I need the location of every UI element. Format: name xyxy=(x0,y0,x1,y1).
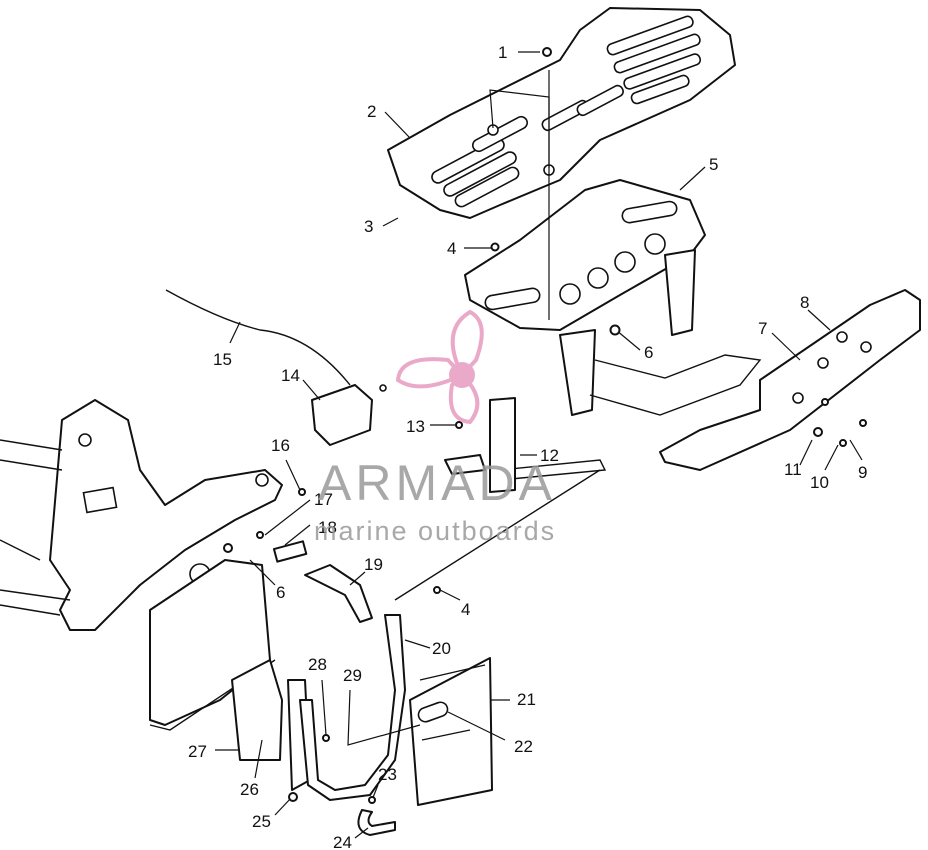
callout-16: 16 xyxy=(271,436,290,455)
armada-watermark: ARMADA marine outboards xyxy=(314,455,556,546)
callout-8: 8 xyxy=(800,293,809,312)
hardware-fasteners xyxy=(223,47,867,804)
mud-flap-part xyxy=(409,657,493,806)
callout-23: 23 xyxy=(378,765,397,784)
front-rack-part xyxy=(387,7,736,219)
callout-17: 17 xyxy=(314,490,333,509)
side-plate-parts xyxy=(231,659,311,791)
guard-bar-part xyxy=(299,564,406,801)
callout-21: 21 xyxy=(517,690,536,709)
watermark-brand: ARMADA xyxy=(318,455,556,511)
callout-24: 24 xyxy=(333,833,352,850)
rack-mount-plate-part xyxy=(464,179,706,416)
bumper-part xyxy=(659,289,921,471)
callout-12: 12 xyxy=(540,446,559,465)
callout-2: 2 xyxy=(367,102,376,121)
callout-14: 14 xyxy=(281,366,300,385)
callout-20: 20 xyxy=(432,639,451,658)
callout-18: 18 xyxy=(318,518,337,537)
callout-5: 5 xyxy=(709,155,718,174)
callout-1: 1 xyxy=(498,43,507,62)
main-frame-part xyxy=(0,399,283,631)
leader-lines xyxy=(215,51,863,839)
callout-6a: 6 xyxy=(644,343,653,362)
callout-13: 13 xyxy=(406,417,425,436)
callout-6b: 6 xyxy=(276,583,285,602)
callout-29: 29 xyxy=(343,666,362,685)
callout-25: 25 xyxy=(252,812,271,831)
callout-28: 28 xyxy=(308,655,327,674)
headlight-part xyxy=(165,289,387,446)
callout-19: 19 xyxy=(364,555,383,574)
callout-7: 7 xyxy=(758,319,767,338)
callout-10: 10 xyxy=(810,473,829,492)
callout-4a: 4 xyxy=(447,239,456,258)
callout-22: 22 xyxy=(514,737,533,756)
callout-4b: 4 xyxy=(461,600,470,619)
callout-27: 27 xyxy=(188,742,207,761)
callout-9: 9 xyxy=(858,463,867,482)
callout-26: 26 xyxy=(240,780,259,799)
armada-propeller-logo xyxy=(395,309,484,425)
watermark-tagline: marine outboards xyxy=(314,516,556,546)
callout-labels: 1 2 3 4 5 6 7 8 9 10 11 12 13 14 15 16 1… xyxy=(188,43,867,850)
callout-15: 15 xyxy=(213,350,232,369)
bracket-part xyxy=(444,397,516,493)
callout-3: 3 xyxy=(364,217,373,236)
callout-11: 11 xyxy=(784,460,802,479)
